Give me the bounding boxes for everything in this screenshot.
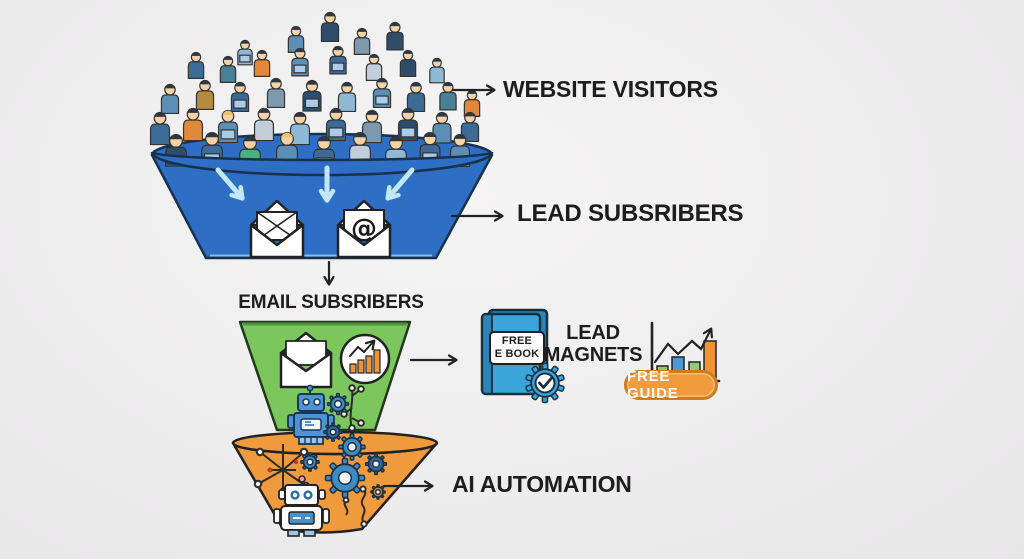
connector-arrows [323, 84, 504, 492]
robot-icon [287, 384, 335, 445]
ai-automation-label: AI AUTOMATION [452, 471, 632, 497]
at-email-envelope-icon: @ [336, 199, 392, 259]
ebook-cover-label: FREE E BOOK [489, 331, 545, 365]
envelope-icon [249, 199, 305, 259]
ai-robot-icon [273, 475, 330, 537]
funnel-bowl-rim [150, 151, 494, 177]
ebook-label-line1: FREE [501, 335, 533, 347]
crowd-of-people-icon [149, 11, 481, 167]
check-gear-center [534, 372, 556, 394]
ebook-label-line2: E BOOK [494, 347, 540, 360]
email-subscribers-label: EMAIL SUBSRIBERS [238, 292, 424, 313]
website-visitors-label: WEBSITE VISITORS [503, 76, 718, 102]
gears-icon [300, 392, 388, 500]
bar-chart-circle-icon [339, 333, 391, 385]
lead-magnets-label: LEAD MAGNETS [543, 322, 643, 366]
free-guide-badge: FREE GUIDE [624, 368, 718, 402]
lead-subscribers-label: LEAD SUBSRIBERS [517, 200, 744, 227]
open-envelope-icon [279, 331, 333, 389]
down-arrows-light [215, 165, 415, 203]
